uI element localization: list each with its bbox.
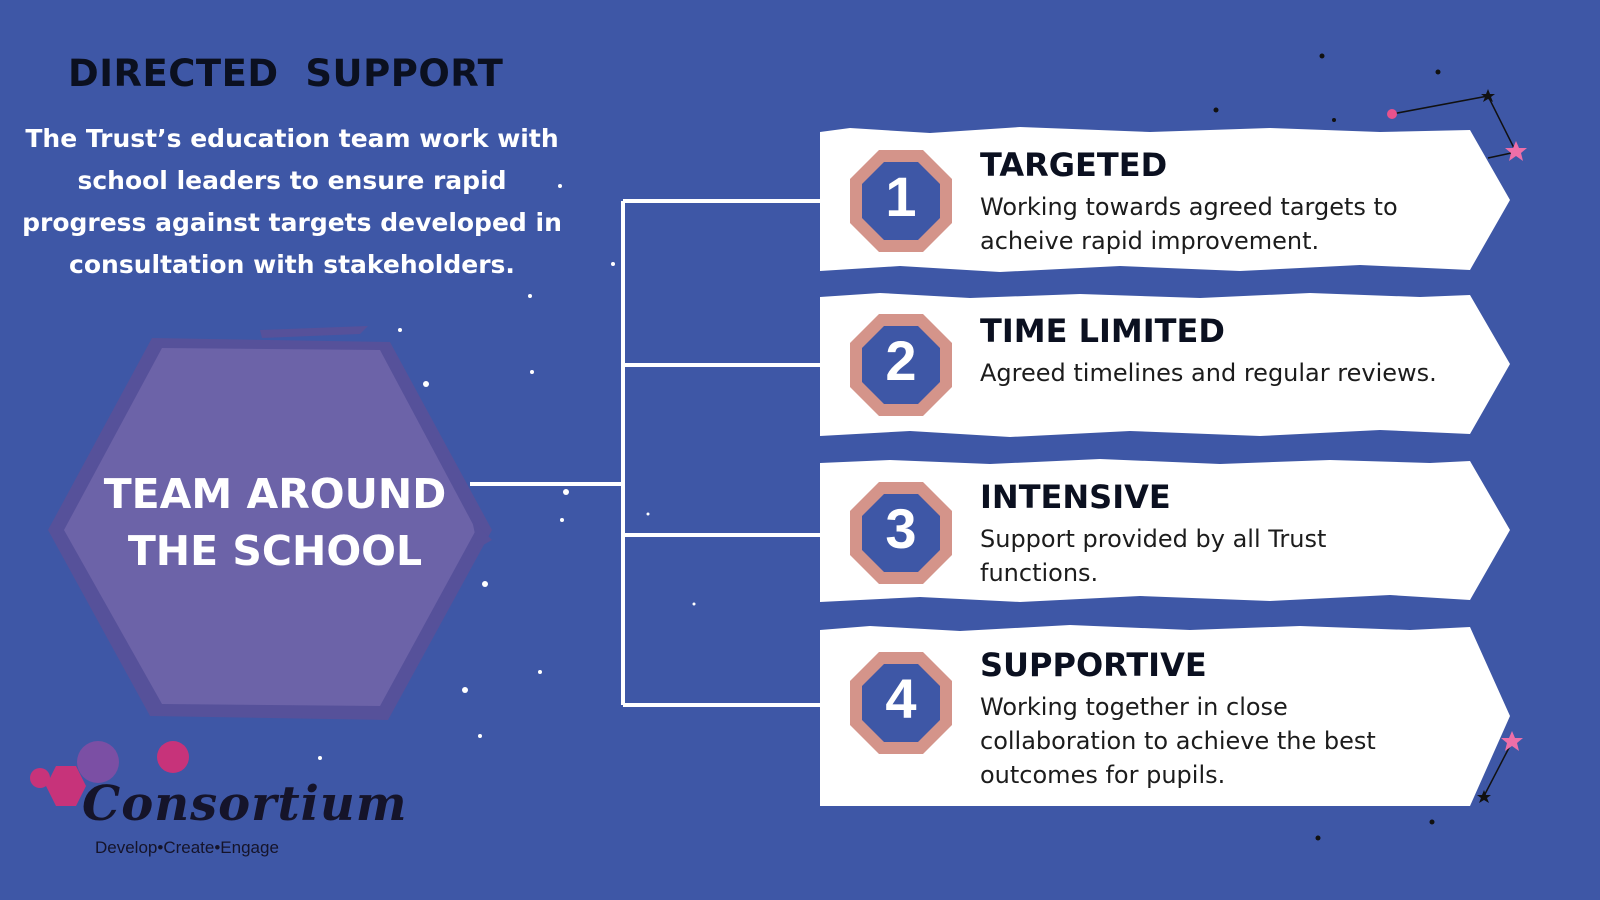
card-title-supportive: SUPPORTIVE bbox=[980, 646, 1207, 684]
card-title-time-limited: TIME LIMITED bbox=[980, 312, 1225, 350]
number-badge-3 bbox=[850, 482, 952, 584]
number-1: 1 bbox=[885, 165, 917, 228]
hub-label: TEAM AROUND THE SCHOOL bbox=[60, 466, 490, 580]
number-4: 4 bbox=[885, 667, 917, 730]
card-desc-supportive: Working together in close collaboration … bbox=[980, 693, 1376, 789]
card-banner bbox=[820, 293, 1510, 437]
intro-text: The Trust’s education team work with sch… bbox=[22, 124, 562, 279]
card-banner bbox=[820, 625, 1510, 806]
card-banner bbox=[820, 127, 1510, 272]
logo-wordmark: Consortium bbox=[82, 776, 408, 832]
card-targeted: 1 TARGETED Working towards agreed target… bbox=[820, 126, 1510, 274]
hub-label-line-2: THE SCHOOL bbox=[127, 527, 423, 575]
card-time-limited: 2 TIME LIMITED Agreed timelines and regu… bbox=[820, 292, 1510, 438]
number-3: 3 bbox=[885, 497, 917, 560]
number-badge-4 bbox=[850, 652, 952, 754]
card-desc-time-limited: Agreed timelines and regular reviews. bbox=[980, 359, 1437, 387]
card-title-intensive: INTENSIVE bbox=[980, 478, 1171, 516]
hub-label-line-1: TEAM AROUND bbox=[103, 470, 447, 518]
logo-tagline: Develop•Create•Engage bbox=[95, 838, 279, 857]
card-desc-targeted: Working towards agreed targets to acheiv… bbox=[980, 193, 1398, 255]
card-intensive: 3 INTENSIVE Support provided by all Trus… bbox=[820, 458, 1510, 604]
number-2: 2 bbox=[885, 329, 917, 392]
card-banner bbox=[820, 459, 1510, 602]
card-title-targeted: TARGETED bbox=[980, 146, 1168, 184]
card-supportive: 4 SUPPORTIVE Working together in close c… bbox=[820, 624, 1510, 810]
number-badge-2 bbox=[850, 314, 952, 416]
card-desc-intensive: Support provided by all Trust functions. bbox=[980, 525, 1327, 587]
page-title: DIRECTED SUPPORT bbox=[68, 52, 504, 95]
number-badge-1 bbox=[850, 150, 952, 252]
